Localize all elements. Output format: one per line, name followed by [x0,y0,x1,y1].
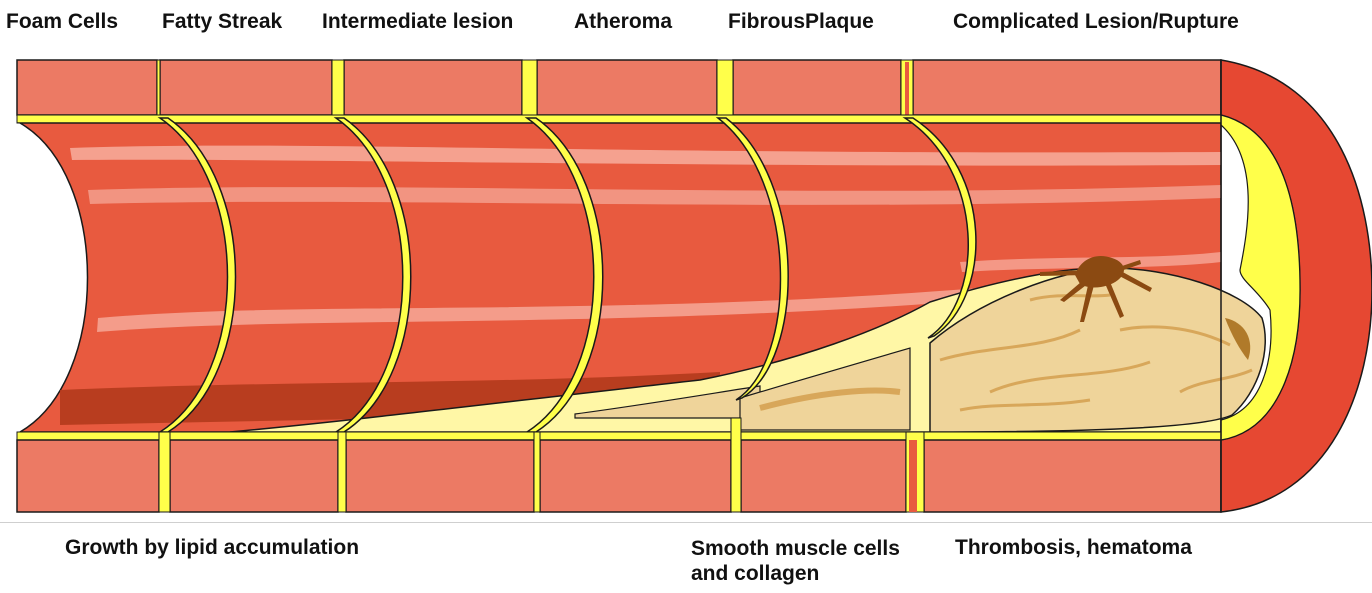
artery-cross-section-diagram [0,0,1372,520]
inner-lining-bottom [17,432,1221,440]
top-wall [17,60,1221,115]
bottom-wall [17,440,1221,512]
divider-line [0,522,1372,523]
inner-lining-top [17,115,1221,123]
label-smooth-muscle: Smooth muscle cells and collagen [691,536,906,586]
label-thrombosis: Thrombosis, hematoma [955,536,1192,560]
label-growth-by-lipid: Growth by lipid accumulation [65,536,359,560]
